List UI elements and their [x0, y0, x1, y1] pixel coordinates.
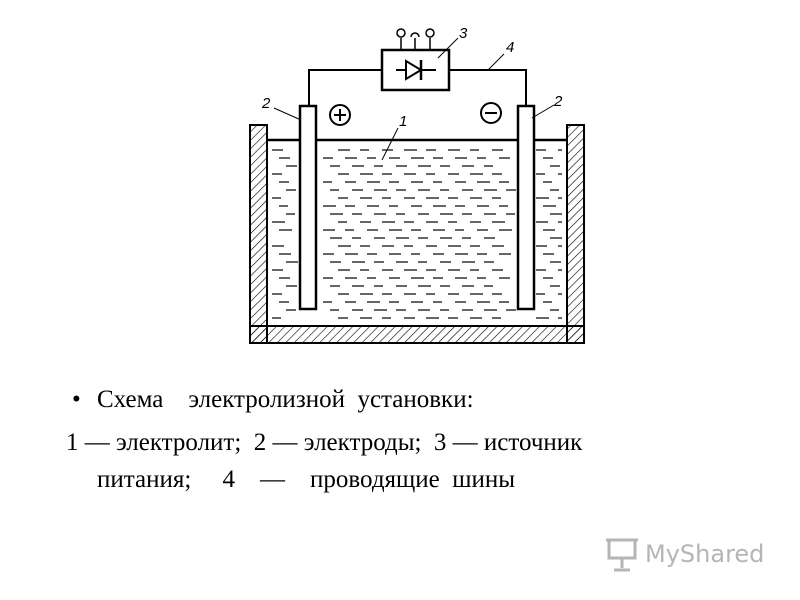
tank — [249, 124, 585, 344]
label-electrode-right: 2 — [553, 93, 563, 110]
terminal-3-icon — [425, 28, 435, 38]
watermark: MyShared — [605, 536, 775, 576]
label-electrolyte: 1 — [399, 113, 407, 130]
electrolysis-diagram: 1 2 2 3 4 — [249, 25, 585, 344]
tank-right-wall — [566, 124, 585, 344]
minus-symbol — [480, 102, 502, 124]
label-electrode-left: 2 — [261, 95, 271, 112]
label-power-source: 3 — [459, 25, 468, 42]
busbar-wire-right — [449, 69, 527, 106]
leader-electrolyte — [381, 127, 399, 161]
electrolyte-dashes — [272, 149, 562, 319]
caption-title: • Схема электролизной установки: — [0, 385, 800, 475]
electrode-left — [298, 104, 318, 311]
terminal-1-icon — [396, 28, 406, 38]
caption-line-2: 1 — электролит; 2 — электроды; 3 — источ… — [66, 429, 583, 456]
caption-line-3: питания; 4 — проводящие шины — [97, 466, 516, 493]
terminal-2-icon — [410, 32, 420, 38]
leader-busbar — [487, 53, 505, 71]
plus-symbol — [329, 104, 351, 126]
label-busbar: 4 — [506, 39, 514, 56]
leader-electrode-left — [273, 107, 302, 121]
tank-left-wall — [249, 124, 268, 344]
caption-line-1: Схема электролизной установки: — [97, 386, 474, 413]
electrode-right — [516, 104, 536, 311]
tank-bottom — [249, 325, 585, 344]
leader-electrode-right — [531, 104, 555, 119]
busbar-wire-left — [308, 69, 382, 106]
leader-power-source — [437, 37, 459, 59]
power-source — [380, 28, 451, 92]
diode-icon — [405, 59, 423, 81]
bullet: • — [72, 386, 81, 413]
watermark-text: MyShared — [645, 540, 765, 568]
presentation-board-icon — [606, 538, 638, 572]
